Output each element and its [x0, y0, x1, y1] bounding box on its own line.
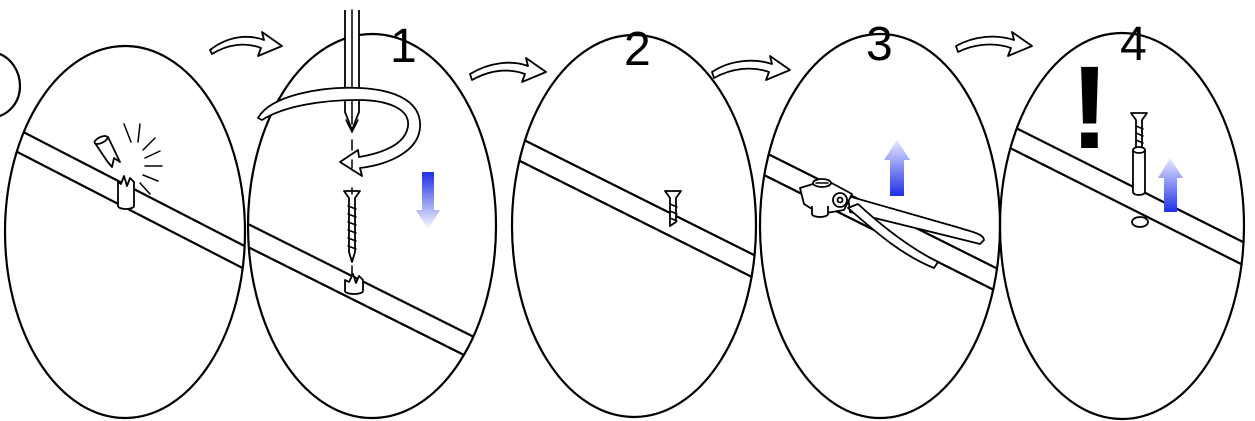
board-edge — [1000, 118, 1244, 273]
up-arrow-icon — [884, 140, 910, 196]
broken-dowel-icon — [344, 273, 364, 295]
rotate-arrow-icon — [257, 86, 421, 177]
board-edge — [512, 126, 756, 283]
panel-outline — [246, 32, 498, 420]
up-arrow-icon — [1158, 158, 1183, 212]
panel-outline — [510, 33, 758, 419]
panel-step-1: 1 — [246, 9, 498, 420]
panel-step-2: 2 — [510, 23, 758, 419]
screwdriver-icon — [344, 9, 360, 134]
screw-icon — [343, 139, 361, 275]
step-number: 3 — [866, 18, 893, 71]
next-arrow-icon — [469, 57, 547, 83]
step-number: 4 — [1120, 18, 1147, 71]
hole — [1131, 216, 1149, 228]
next-arrow-icon — [209, 31, 283, 57]
previous-panel-edge — [0, 52, 22, 118]
board-edge — [248, 218, 496, 375]
panel-broken-dowel — [3, 44, 247, 420]
panel-outline — [3, 44, 247, 420]
next-arrow-icon — [955, 31, 1033, 57]
broken-dowel-icon — [93, 123, 163, 210]
down-arrow-icon — [416, 172, 440, 230]
dowel-icon — [1132, 146, 1146, 196]
screw-icon — [1130, 112, 1148, 149]
step-number: 2 — [624, 23, 651, 76]
warning-exclamation-icon: ! — [1070, 42, 1109, 174]
pliers-icon — [799, 178, 985, 269]
screw-icon — [664, 190, 682, 227]
step-number: 1 — [390, 20, 417, 73]
panel-step-3: 3 — [758, 18, 1002, 420]
panel-step-4: 4 ! — [998, 18, 1246, 421]
panel-outline — [998, 31, 1246, 421]
board-edge — [760, 148, 1000, 295]
next-arrow-icon — [711, 55, 791, 81]
